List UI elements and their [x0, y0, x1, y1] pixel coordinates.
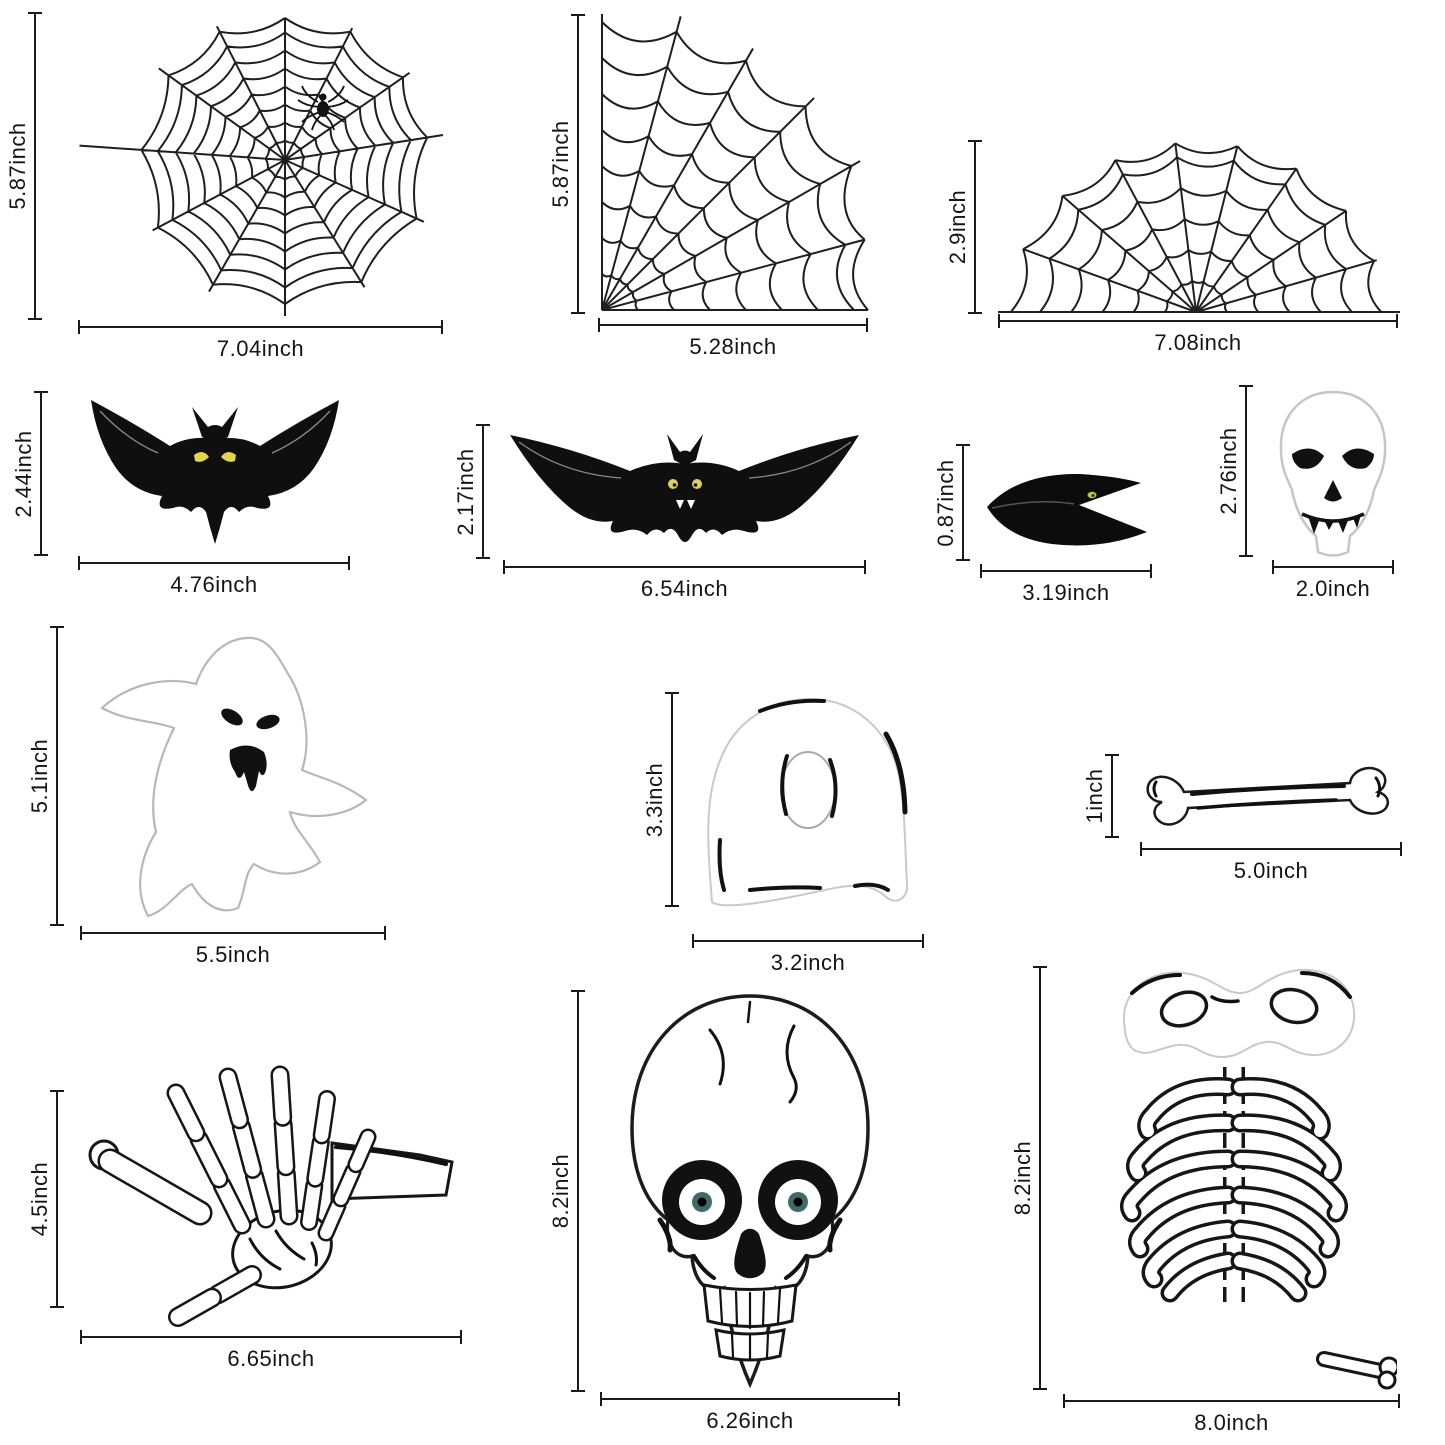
bat-eye-right [221, 451, 236, 462]
skull-width-dimension: 6.26inch [600, 1392, 900, 1433]
height-label: 4.5inch [27, 1161, 52, 1237]
skull-height-dimension: 8.2inch [548, 990, 585, 1392]
width-label: 7.04inch [216, 336, 305, 361]
width-label: 5.28inch [689, 334, 777, 359]
bone-plate-hole [780, 751, 836, 829]
nose-cavity [734, 1228, 766, 1279]
pelvis-piece [1122, 968, 1356, 1059]
height-label: 0.87inch [933, 458, 958, 547]
round-web-width-dimension: 7.04inch [78, 320, 443, 361]
bone-plate [707, 697, 909, 907]
bat-curved-wings-graphic [91, 400, 339, 544]
ghost-width-dimension: 5.5inch [80, 926, 386, 967]
small-bone [1316, 1351, 1397, 1390]
spider-icon [297, 85, 349, 131]
width-label: 3.2inch [770, 950, 846, 975]
skullface-width-dimension: 2.0inch [1272, 560, 1394, 601]
skull-fangs [1308, 515, 1361, 534]
corner-spider-web-graphic [601, 14, 869, 311]
skeleton-hand-graphic [88, 1065, 454, 1327]
width-label: 8.0inch [1194, 1410, 1269, 1435]
corner-web-width-dimension: 5.28inch [598, 318, 868, 359]
bat-eye-left [668, 479, 678, 489]
ghost-eye-left [221, 708, 243, 726]
height-label: 5.87inch [548, 120, 573, 208]
ribcage-height-dimension: 8.2inch [1010, 966, 1047, 1390]
bat-eye-right [692, 479, 702, 489]
skull-face [1279, 390, 1387, 557]
skullface-height-dimension: 2.76inch [1216, 385, 1253, 557]
half-web-height-dimension: 2.9inch [945, 140, 982, 314]
skull-face-graphic [1279, 390, 1387, 557]
width-label: 5.0inch [1233, 858, 1309, 883]
ghost-graphic [100, 636, 368, 918]
bat1-height-dimension: 2.44inch [11, 391, 48, 556]
boneplate-height-dimension: 3.3inch [642, 692, 679, 907]
height-label: 5.87inch [5, 122, 30, 210]
hand-height-dimension: 4.5inch [27, 1090, 64, 1308]
skeleton-ribcage-graphic [1119, 968, 1397, 1390]
skull-eye-left [1292, 448, 1324, 469]
crow-graphic [987, 473, 1147, 546]
bone [1146, 766, 1390, 826]
ribs-left [1119, 1077, 1238, 1303]
hand-width-dimension: 6.65inch [80, 1330, 462, 1371]
crow-silhouette [987, 473, 1147, 546]
height-label: 8.2inch [548, 1153, 573, 1229]
round-web-height-dimension: 5.87inch [5, 12, 42, 320]
ribcage-width-dimension: 8.0inch [1063, 1394, 1400, 1435]
skeleton-skull [630, 994, 870, 1389]
height-label: 2.9inch [945, 189, 970, 265]
height-label: 5.1inch [27, 738, 52, 814]
ghost-height-dimension: 5.1inch [27, 626, 64, 926]
height-label: 2.44inch [11, 429, 36, 518]
width-label: 4.76inch [170, 572, 258, 597]
width-label: 7.08inch [1154, 330, 1242, 355]
ghost-eye-right [256, 714, 280, 730]
width-label: 6.65inch [227, 1346, 315, 1371]
height-label: 2.17inch [453, 447, 478, 536]
ghost-mouth [229, 745, 267, 792]
bat-fang-left [676, 500, 684, 509]
ribs-right [1240, 1087, 1339, 1293]
width-label: 6.54inch [640, 576, 729, 601]
half-web-width-dimension: 7.08inch [998, 314, 1398, 355]
skull-nose [1324, 480, 1342, 502]
width-label: 2.0inch [1295, 576, 1371, 601]
bone-height-dimension: 1inch [1082, 754, 1119, 838]
half-spider-web-graphic [998, 142, 1400, 313]
corner-web-height-dimension: 5.87inch [548, 14, 585, 314]
bat2-height-dimension: 2.17inch [453, 424, 490, 559]
bat-silhouette [510, 434, 859, 542]
round-spider-web-graphic [79, 17, 444, 316]
height-label: 2.76inch [1216, 427, 1241, 515]
bone-plate-graphic [707, 697, 909, 907]
height-label: 1inch [1082, 768, 1107, 824]
width-label: 5.5inch [195, 942, 271, 967]
bone-graphic [1146, 766, 1390, 826]
height-label: 8.2inch [1010, 1140, 1035, 1216]
width-label: 3.19inch [1022, 580, 1110, 605]
ghost [100, 636, 368, 918]
crow-height-dimension: 0.87inch [933, 444, 970, 561]
bat-silhouette [91, 400, 339, 544]
bat1-width-dimension: 4.76inch [78, 556, 350, 597]
bat-eye-left [194, 451, 209, 462]
height-label: 3.3inch [642, 762, 667, 837]
crow-width-dimension: 3.19inch [980, 564, 1152, 605]
width-label: 6.26inch [706, 1408, 794, 1433]
bat-wide-wings-graphic [510, 434, 859, 542]
bat-fang-right [687, 500, 695, 509]
bone-width-dimension: 5.0inch [1140, 842, 1402, 883]
boneplate-width-dimension: 3.2inch [692, 934, 924, 975]
bat2-width-dimension: 6.54inch [503, 560, 866, 601]
skull-eye-right [1342, 448, 1374, 469]
skeleton-skull-graphic [630, 994, 870, 1389]
